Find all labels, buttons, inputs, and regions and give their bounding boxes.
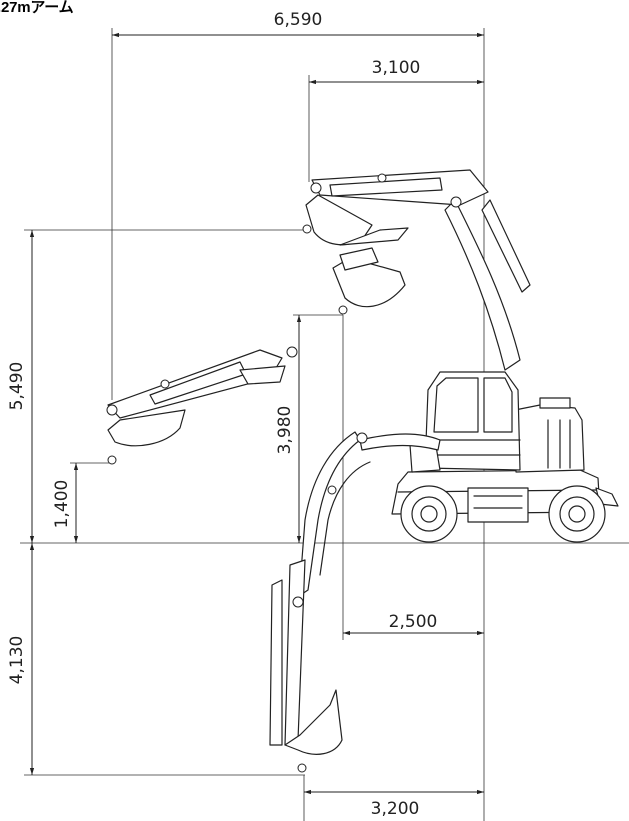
diagram-title: .27mアーム	[0, 0, 74, 16]
dimension-bottom-width: 3,200	[303, 775, 484, 821]
boom-raised	[302, 169, 531, 371]
label-center-height: 3,980	[275, 406, 295, 455]
label-low-height: 1,400	[52, 480, 72, 529]
label-left-height: 5,490	[7, 362, 27, 411]
excavator-body	[391, 371, 619, 543]
label-top-horizontal: 3,100	[372, 58, 421, 78]
front-wheel	[400, 485, 458, 543]
dimension-top-horizontal: 3,100	[308, 58, 484, 182]
label-max-reach: 6,590	[274, 10, 323, 30]
boom-lowered	[269, 431, 441, 773]
dimension-lower-right: 2,500	[342, 315, 484, 640]
boom-horizontal	[106, 346, 298, 465]
dimension-center-height: 3,980	[275, 314, 343, 543]
label-bottom-width: 3,200	[371, 799, 420, 819]
dimension-low-height: 1,400	[52, 462, 112, 543]
rear-wheel	[548, 485, 606, 543]
dimension-left-height: 5,490	[7, 229, 305, 543]
dimension-max-reach: 6,590	[111, 10, 484, 400]
label-below-ground: 4,130	[7, 636, 27, 685]
dimension-below-ground: 4,130	[7, 543, 305, 776]
label-lower-right: 2,500	[389, 612, 438, 632]
